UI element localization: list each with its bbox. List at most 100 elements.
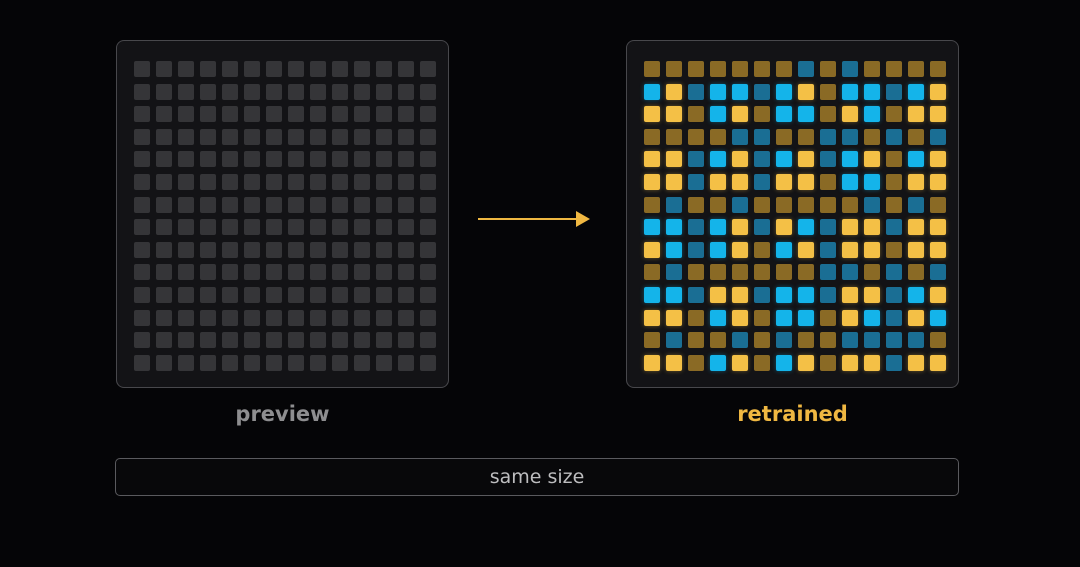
preview-cell <box>420 196 436 213</box>
preview-cell <box>200 219 216 236</box>
preview-cell <box>288 219 304 236</box>
retrained-cell-amber <box>644 332 660 349</box>
preview-cell <box>200 264 216 281</box>
retrained-label: retrained <box>737 402 848 426</box>
retrained-cell-blue <box>776 83 792 100</box>
retrained-cell-amber <box>886 196 902 213</box>
retrained-cell-blue <box>820 241 836 258</box>
preview-cell <box>376 332 392 349</box>
preview-grid <box>134 61 436 371</box>
preview-cell <box>354 219 370 236</box>
preview-cell <box>222 151 238 168</box>
preview-cell <box>288 309 304 326</box>
preview-cell <box>200 196 216 213</box>
preview-cell <box>332 128 348 145</box>
preview-cell <box>178 286 194 303</box>
retrained-cell-blue <box>820 286 836 303</box>
retrained-cell-blue <box>842 332 858 349</box>
preview-cell <box>134 173 150 190</box>
preview-cell <box>310 286 326 303</box>
preview-cell <box>178 264 194 281</box>
preview-cell <box>178 61 194 77</box>
retrained-cell-blue <box>886 332 902 349</box>
preview-cell <box>222 286 238 303</box>
preview-cell <box>288 264 304 281</box>
retrained-cell-blue <box>930 264 946 281</box>
preview-cell <box>266 196 282 213</box>
retrained-cell-blue <box>886 83 902 100</box>
preview-cell <box>200 106 216 123</box>
retrained-cell-blue <box>930 128 946 145</box>
retrained-cell-blue <box>798 61 814 77</box>
retrained-cell-blue <box>644 83 660 100</box>
retrained-cell-amber <box>666 106 682 123</box>
retrained-cell-blue <box>886 286 902 303</box>
preview-cell <box>420 241 436 258</box>
retrained-cell-amber <box>820 106 836 123</box>
preview-cell <box>266 332 282 349</box>
preview-cell <box>222 309 238 326</box>
preview-cell <box>134 219 150 236</box>
preview-cell <box>310 264 326 281</box>
preview-cell <box>134 106 150 123</box>
retrained-cell-blue <box>754 128 770 145</box>
preview-cell <box>200 309 216 326</box>
retrained-cell-blue <box>864 332 880 349</box>
retrained-cell-amber <box>864 264 880 281</box>
preview-cell <box>376 241 392 258</box>
retrained-cell-blue <box>710 151 726 168</box>
preview-cell <box>266 219 282 236</box>
preview-panel <box>116 40 449 388</box>
retrained-cell-amber <box>688 61 704 77</box>
retrained-cell-amber <box>908 128 924 145</box>
retrained-cell-blue <box>710 83 726 100</box>
preview-cell <box>156 286 172 303</box>
preview-cell <box>244 83 260 100</box>
retrained-cell-amber <box>886 61 902 77</box>
same-size-label: same size <box>489 466 585 488</box>
retrained-cell-amber <box>732 264 748 281</box>
retrained-cell-amber <box>798 151 814 168</box>
preview-cell <box>354 173 370 190</box>
preview-cell <box>398 173 414 190</box>
retrained-cell-amber <box>908 309 924 326</box>
retrained-cell-amber <box>930 61 946 77</box>
retrained-cell-amber <box>864 128 880 145</box>
preview-cell <box>178 354 194 371</box>
retrained-cell-blue <box>688 219 704 236</box>
retrained-cell-amber <box>798 83 814 100</box>
retrained-cell-blue <box>864 83 880 100</box>
preview-cell <box>244 332 260 349</box>
retrained-cell-blue <box>820 151 836 168</box>
preview-cell <box>310 106 326 123</box>
preview-cell <box>310 219 326 236</box>
retrained-cell-amber <box>644 173 660 190</box>
retrained-cell-amber <box>776 196 792 213</box>
retrained-cell-blue <box>798 219 814 236</box>
retrained-cell-amber <box>798 128 814 145</box>
retrained-cell-blue <box>820 264 836 281</box>
preview-cell <box>332 173 348 190</box>
preview-cell <box>420 106 436 123</box>
retrained-cell-amber <box>886 241 902 258</box>
preview-cell <box>200 332 216 349</box>
retrained-cell-amber <box>820 332 836 349</box>
preview-cell <box>398 286 414 303</box>
retrained-cell-blue <box>732 83 748 100</box>
retrained-cell-blue <box>798 106 814 123</box>
preview-cell <box>222 83 238 100</box>
retrained-cell-amber <box>754 106 770 123</box>
preview-cell <box>354 128 370 145</box>
preview-cell <box>244 309 260 326</box>
preview-cell <box>266 106 282 123</box>
preview-cell <box>156 83 172 100</box>
preview-cell <box>134 151 150 168</box>
preview-cell <box>376 106 392 123</box>
preview-cell <box>354 309 370 326</box>
retrained-cell-blue <box>908 332 924 349</box>
preview-cell <box>398 264 414 281</box>
preview-cell <box>266 151 282 168</box>
preview-cell <box>156 128 172 145</box>
preview-cell <box>244 173 260 190</box>
preview-cell <box>288 332 304 349</box>
